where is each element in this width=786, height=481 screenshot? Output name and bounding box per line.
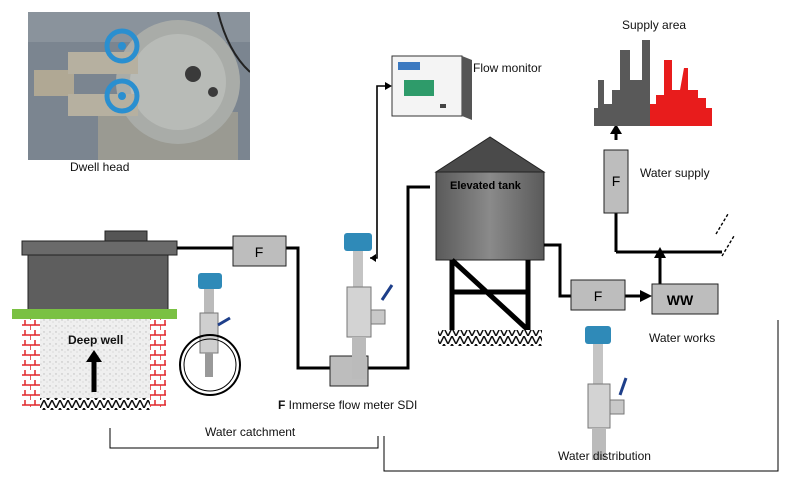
pipe-break-mark — [715, 213, 735, 257]
flowmeter-box-1 — [232, 235, 287, 267]
arrow-to-ww-icon — [640, 290, 652, 302]
immerse-flow-meter-label: F Immerse flow meter SDI — [278, 398, 417, 412]
supply-area-label: Supply area — [622, 18, 687, 32]
flowmeter-box-4 — [603, 149, 629, 214]
up-arrow-head-icon — [86, 350, 102, 362]
distribution-bracket — [383, 320, 779, 472]
dwell-head-photo — [28, 12, 250, 160]
flowmeter-box-3-label: F — [594, 288, 603, 304]
signal-arrow-icon — [370, 254, 376, 262]
water-supply-label: Water supply — [640, 166, 710, 180]
flowmeter-device-distribution — [585, 326, 628, 460]
immerse-text: Immerse flow meter SDI — [285, 398, 418, 412]
water-works-label: Water works — [649, 331, 716, 345]
immerse-prefix: F — [278, 398, 286, 412]
elevated-tank — [434, 136, 546, 346]
dwell-head-caption: Dwell head — [70, 160, 130, 174]
flowmeter-device-well — [179, 273, 241, 396]
well-brick-right — [150, 319, 166, 407]
flowmeter-box-4-label: F — [612, 173, 621, 189]
water-catchment-label: Water catchment — [205, 425, 296, 439]
flowmeter-device-sdi — [344, 233, 394, 379]
flow-monitor-label: Flow monitor — [473, 61, 542, 75]
pipe-distribution — [544, 128, 722, 298]
well-gravel — [40, 398, 150, 410]
water-works-box — [651, 283, 719, 315]
signal-arrow-icon-2 — [385, 82, 392, 90]
supply-area-graphic — [594, 40, 712, 126]
signal-line — [370, 85, 386, 259]
flowmeter-box-1-label: F — [255, 244, 264, 260]
arrow-up-ww-icon — [654, 247, 666, 258]
pipe-main — [177, 185, 430, 370]
grass-strip — [12, 309, 177, 319]
flowmeter-box-3 — [570, 279, 626, 311]
well-tank — [21, 230, 178, 311]
arrow-to-supply-icon — [610, 124, 622, 134]
deep-well-label: Deep well — [68, 333, 124, 347]
well-brick-left — [22, 319, 40, 407]
water-distribution-label: Water distribution — [558, 449, 651, 463]
catchment-bracket — [109, 428, 379, 449]
elevated-tank-label: Elevated tank — [450, 180, 521, 192]
water-works-box-label: WW — [667, 292, 694, 308]
flow-monitor-device — [391, 55, 472, 120]
